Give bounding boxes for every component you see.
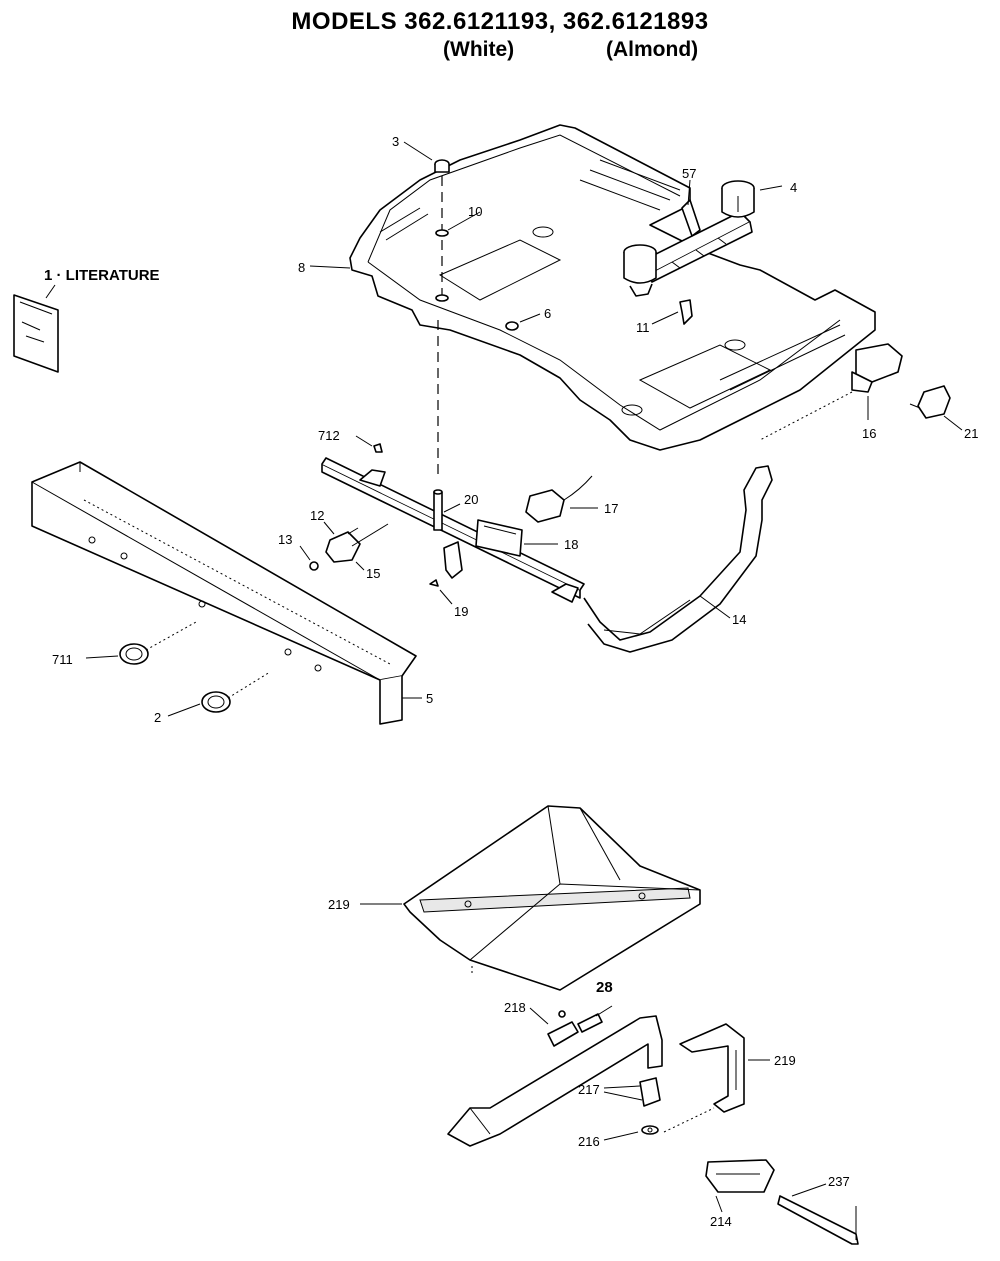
label-15: 15 — [366, 566, 380, 581]
label-711: 711 — [52, 652, 73, 667]
plate-18 — [475, 519, 523, 557]
part-6 — [505, 321, 519, 331]
label-219-bracket: 219 — [774, 1053, 796, 1068]
valve-second — [623, 244, 657, 297]
part-57 — [681, 199, 701, 237]
burner-tube-14 — [583, 465, 773, 653]
orifice-12-15 — [325, 523, 389, 563]
broil-burner-tube — [447, 1015, 663, 1147]
bracket-219 — [679, 1023, 745, 1113]
stud-20 — [433, 489, 443, 531]
screw-19 — [429, 579, 439, 587]
label-20: 20 — [464, 492, 478, 507]
ignitor-16 — [851, 343, 903, 393]
variant-almond-label: (Almond) — [606, 38, 699, 61]
label-218: 218 — [504, 1000, 526, 1015]
label-18: 18 — [564, 537, 578, 552]
label-16: 16 — [862, 426, 876, 441]
nut-13 — [309, 561, 319, 571]
label-237: 237 — [828, 1174, 850, 1189]
washer-10 — [435, 229, 449, 237]
label-10: 10 — [468, 204, 482, 219]
literature-envelope — [13, 294, 59, 373]
label-11: 11 — [636, 320, 650, 335]
washer-216 — [641, 1125, 659, 1135]
label-28: 28 — [596, 979, 613, 996]
valve-17 — [525, 475, 593, 523]
nut-28 — [558, 1010, 566, 1018]
knob-2 — [201, 691, 231, 713]
manifold-pipe — [321, 457, 585, 603]
label-12: 12 — [310, 508, 324, 523]
label-214: 214 — [710, 1214, 732, 1229]
label-6: 6 — [544, 306, 551, 321]
variant-white-label: (White) — [443, 38, 515, 61]
label-literature: 1 · LITERATURE — [44, 267, 160, 284]
broiler-cover-219 — [403, 805, 701, 991]
knob-711 — [119, 643, 149, 665]
label-712: 712 — [318, 428, 340, 443]
part-217 — [639, 1077, 661, 1107]
clip-11 — [679, 299, 693, 325]
label-4: 4 — [790, 180, 797, 195]
label-5: 5 — [426, 691, 433, 706]
label-219-top: 219 — [328, 897, 350, 912]
label-57: 57 — [682, 166, 696, 181]
orifice-218 — [547, 1005, 613, 1047]
label-8: 8 — [298, 260, 305, 275]
label-21: 21 — [964, 426, 978, 441]
switch-214 — [705, 1159, 775, 1193]
label-3: 3 — [392, 134, 399, 149]
grommet — [435, 294, 449, 302]
switch-21 — [909, 385, 951, 419]
label-216: 216 — [578, 1134, 600, 1149]
label-14: 14 — [732, 612, 746, 627]
control-panel-5 — [31, 461, 417, 725]
label-13: 13 — [278, 532, 292, 547]
label-19: 19 — [454, 604, 468, 619]
pipe-bracket — [443, 541, 463, 579]
cooktop-pan — [349, 124, 876, 451]
label-2: 2 — [154, 710, 161, 725]
screw-712 — [373, 443, 383, 453]
pan-screw-3 — [434, 159, 450, 173]
valve-4 — [721, 180, 755, 218]
rod-237 — [777, 1195, 859, 1245]
label-17: 17 — [604, 501, 618, 516]
page-title: MODELS 362.6121193, 362.6121893 — [291, 8, 709, 35]
label-217: 217 — [578, 1082, 600, 1097]
